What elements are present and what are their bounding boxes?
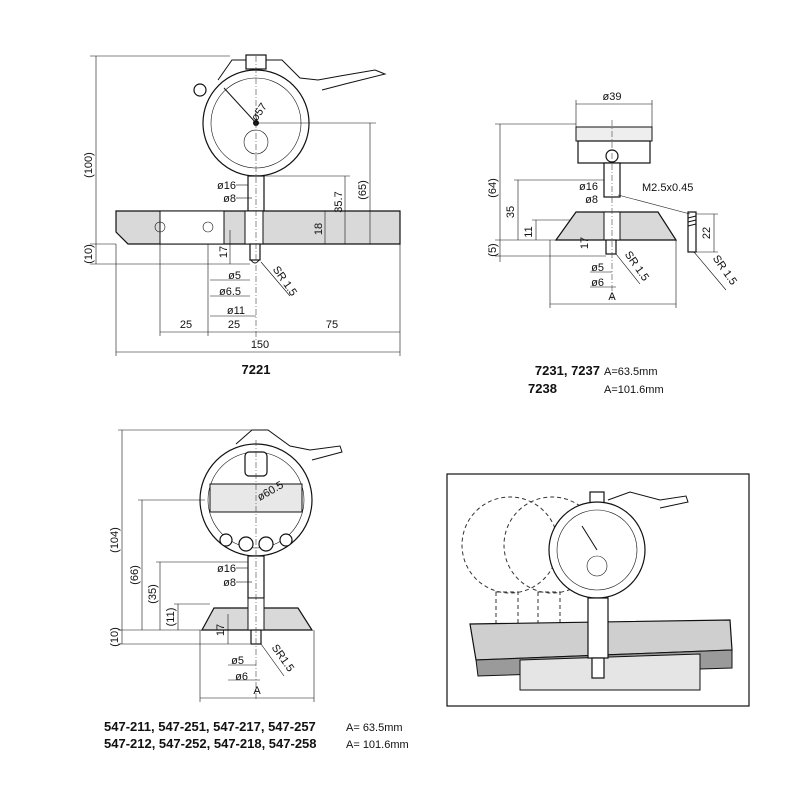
dim-d8-7231: ø8 xyxy=(585,194,598,206)
dim-17-7221: 17 xyxy=(218,246,230,258)
base-hole-right-7221 xyxy=(202,221,214,233)
dim-150-7221: 150 xyxy=(251,339,269,351)
usage-illustration xyxy=(446,473,750,707)
drawing-547: (104) (66) (35) (11) (10) ø60.5 ø16 ø8 1… xyxy=(104,429,409,751)
digital-button-right-547 xyxy=(279,533,293,547)
clamp-screw-7221 xyxy=(193,83,207,97)
dim-64-7231: (64) xyxy=(487,178,499,198)
dim-5-7231: (5) xyxy=(487,243,499,256)
dim-100-7221: (100) xyxy=(83,152,95,178)
illustration-dial-face xyxy=(556,509,638,591)
dim-a-7231: A xyxy=(608,291,616,303)
dim-10-547: (10) xyxy=(109,627,121,647)
dim-d8-547: ø8 xyxy=(223,577,236,589)
dim-d39-7231: ø39 xyxy=(603,91,622,103)
dim-35-547: (35) xyxy=(147,584,159,604)
model-label-7231-7237: 7231, 7237 xyxy=(535,363,600,378)
base-section-7221 xyxy=(159,210,225,245)
lifting-lever-547 xyxy=(235,429,343,461)
leader-sr-tip-7231 xyxy=(693,251,727,291)
illustration-stem xyxy=(587,597,609,659)
illustration-lever xyxy=(607,491,689,509)
dim-35-7231: 35 xyxy=(505,206,517,218)
a-value-63-7231: A=63.5mm xyxy=(604,366,658,378)
dim-11-547: (11) xyxy=(165,608,177,627)
dim-sr-547: SR1.5 xyxy=(269,642,296,674)
dim-sr-7221: SR 1.5 xyxy=(270,264,299,298)
dim-17-7231: 17 xyxy=(579,237,591,249)
dim-d5-547: ø5 xyxy=(231,655,244,667)
leader-sr-7231 xyxy=(615,253,641,285)
dim-d6-5-7221: ø6.5 xyxy=(219,286,241,298)
contact-point-7221 xyxy=(249,243,261,261)
illustration-subdial xyxy=(586,555,608,577)
dim-d5-7221: ø5 xyxy=(228,270,241,282)
dim-66-547: (66) xyxy=(129,565,141,585)
dim-18-7221: 18 xyxy=(313,223,325,235)
digital-button-mid-right-547 xyxy=(258,536,274,552)
dim-d16-7231: ø16 xyxy=(579,181,598,193)
dim-104-547: (104) xyxy=(109,527,121,553)
base-hole-left-7221 xyxy=(154,221,166,233)
spare-contact-7231 xyxy=(687,211,697,253)
ghost-stem-2 xyxy=(537,591,561,643)
leader-sr-7221 xyxy=(260,261,291,297)
model-label-7221: 7221 xyxy=(242,362,271,377)
dim-d5-7231: ø5 xyxy=(591,262,604,274)
contact-tip-7221 xyxy=(250,259,260,264)
dim-11-7231: 11 xyxy=(523,226,535,237)
model-label-547-row2: 547-212, 547-252, 547-218, 547-258 xyxy=(104,736,317,751)
dial-needle-7221 xyxy=(223,87,257,124)
dim-10-7221: (10) xyxy=(83,244,95,264)
model-label-7238: 7238 xyxy=(528,381,557,396)
dim-sr-tip-7231: SR 1.5 xyxy=(710,253,739,287)
spare-thread-7231 xyxy=(687,215,697,227)
dim-65-7221: (65) xyxy=(357,180,369,200)
illustration-needle xyxy=(581,525,598,551)
dim-d8-7221: ø8 xyxy=(223,193,236,205)
dial-knurl-7231 xyxy=(575,126,653,142)
dim-d6-547: ø6 xyxy=(235,671,248,683)
dim-25b-7221: 25 xyxy=(228,319,240,331)
dim-35-7-7221: 35.7 xyxy=(333,191,345,212)
dim-d11-7221: ø11 xyxy=(227,305,245,317)
model-label-547-row1: 547-211, 547-251, 547-217, 547-257 xyxy=(104,719,316,734)
drawing-7221: (100) (10) ø57 ø16 ø8 35.7 (65) 18 17 ø5… xyxy=(83,54,401,377)
a-value-101-7231: A=101.6mm xyxy=(604,384,664,396)
dim-22-7231: 22 xyxy=(701,227,713,239)
contact-point-7231 xyxy=(605,239,617,255)
leader-sr-547 xyxy=(260,643,285,677)
dim-a-547: A xyxy=(253,685,261,697)
dim-75-7221: 75 xyxy=(326,319,338,331)
dim-25a-7221: 25 xyxy=(180,319,192,331)
dim-sr-7231: SR 1.5 xyxy=(622,249,651,283)
base-bore-7221 xyxy=(244,210,264,245)
digital-button-left-547 xyxy=(219,533,233,547)
leader-thread-7231 xyxy=(617,194,691,215)
dim-17-547: 17 xyxy=(215,624,227,636)
ghost-stem-1 xyxy=(495,591,519,643)
dim-thread-7231: M2.5x0.45 xyxy=(642,182,693,194)
drawing-7231: ø39 (64) 35 11 (5) ø16 ø8 17 ø5 ø6 SR 1.… xyxy=(487,91,739,396)
digital-button-mid-left-547 xyxy=(238,536,254,552)
dim-d16-7221: ø16 xyxy=(217,180,236,192)
dim-d16-547: ø16 xyxy=(217,563,236,575)
illustration-contact xyxy=(591,657,605,679)
dim-d6-7231: ø6 xyxy=(591,277,604,289)
a-value-63-547: A= 63.5mm xyxy=(346,722,403,734)
a-value-101-547: A= 101.6mm xyxy=(346,739,409,751)
illustration-workpiece xyxy=(519,653,701,691)
